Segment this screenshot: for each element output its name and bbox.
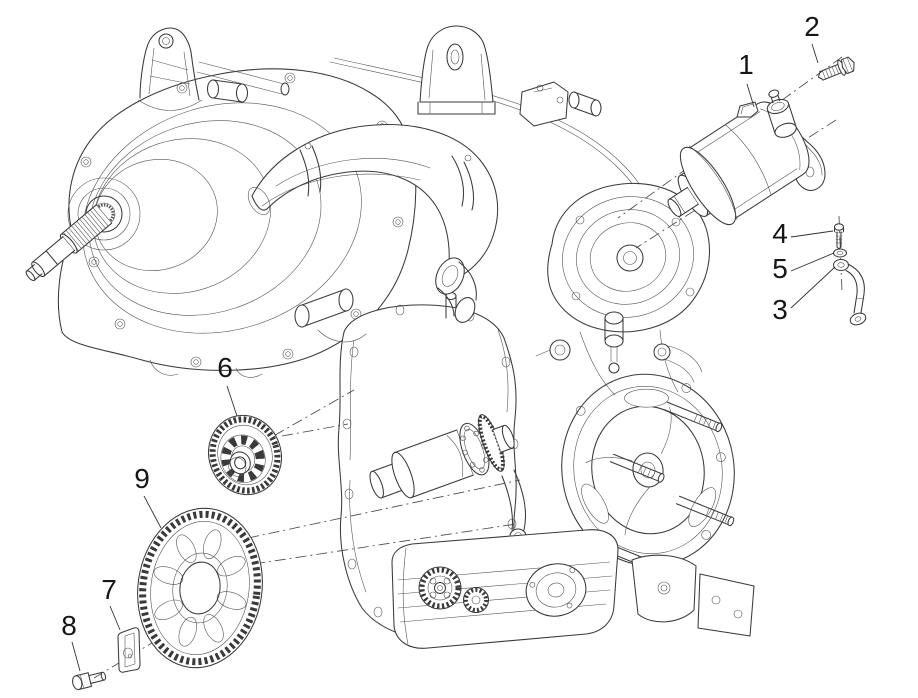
oil-pump-cover-drawing <box>525 563 587 617</box>
leader-8 <box>71 641 81 672</box>
callout-label-5: 5 <box>772 253 788 284</box>
pipe-screw-drawing <box>833 223 845 250</box>
oil-sump-drawing <box>391 529 755 649</box>
output-shaft-drawing <box>25 204 113 282</box>
oil-pipe-drawing <box>832 258 867 326</box>
plate-bolt-drawing <box>71 671 107 691</box>
middle-engine-mount-bracket-drawing <box>417 25 602 127</box>
starter-ring-gear-drawing <box>137 507 263 669</box>
intake-duct-drawing <box>247 124 499 323</box>
callout-leader-lines <box>71 43 836 672</box>
engine-assembly-drawing <box>25 25 755 649</box>
ring-gear-axis-line <box>247 479 521 539</box>
pipe-washer-drawing <box>832 248 848 258</box>
callout-label-6: 6 <box>217 352 233 383</box>
leader-5 <box>790 252 835 272</box>
callout-label-9: 9 <box>134 463 150 494</box>
leader-6 <box>226 385 238 417</box>
callout-label-7: 7 <box>101 574 117 605</box>
leader-9 <box>143 495 162 529</box>
retainer-plate-drawing <box>117 627 141 673</box>
callout-label-2: 2 <box>804 11 820 42</box>
cover-bolt-bosses <box>80 72 404 368</box>
callout-label-3: 3 <box>772 294 788 325</box>
starter-motor-drawing <box>667 89 826 226</box>
starter-terminal-drawing <box>766 89 797 138</box>
starter-bolt-drawing <box>817 56 855 81</box>
injector-and-linkage-drawing <box>604 311 703 383</box>
callout-label-4: 4 <box>772 218 788 249</box>
callout-label-1: 1 <box>738 49 754 80</box>
idler-gear-axis-line <box>255 389 355 447</box>
starter-lower-axis-line <box>635 119 837 249</box>
callout-label-8: 8 <box>61 610 77 641</box>
callout-labels: 1 2 4 5 3 6 9 7 8 <box>61 11 820 641</box>
leader-7 <box>109 605 121 631</box>
oil-pipe-screw-axis-line <box>838 215 843 293</box>
leader-4 <box>790 230 834 238</box>
pedal-shaft-drawing <box>294 288 367 343</box>
crankshaft-stub-drawing <box>369 414 515 499</box>
idler-gear-drawing <box>208 414 282 496</box>
leader-2 <box>811 43 819 64</box>
cylinder-head-drawing <box>535 182 710 396</box>
starter-axis-line <box>617 56 843 219</box>
left-engine-mount-bracket-drawing <box>137 27 290 111</box>
leader-1 <box>746 83 755 108</box>
timing-sprockets-drawing <box>418 566 490 614</box>
leader-3 <box>790 266 836 309</box>
ring-gear-axis-line-2 <box>253 523 517 565</box>
